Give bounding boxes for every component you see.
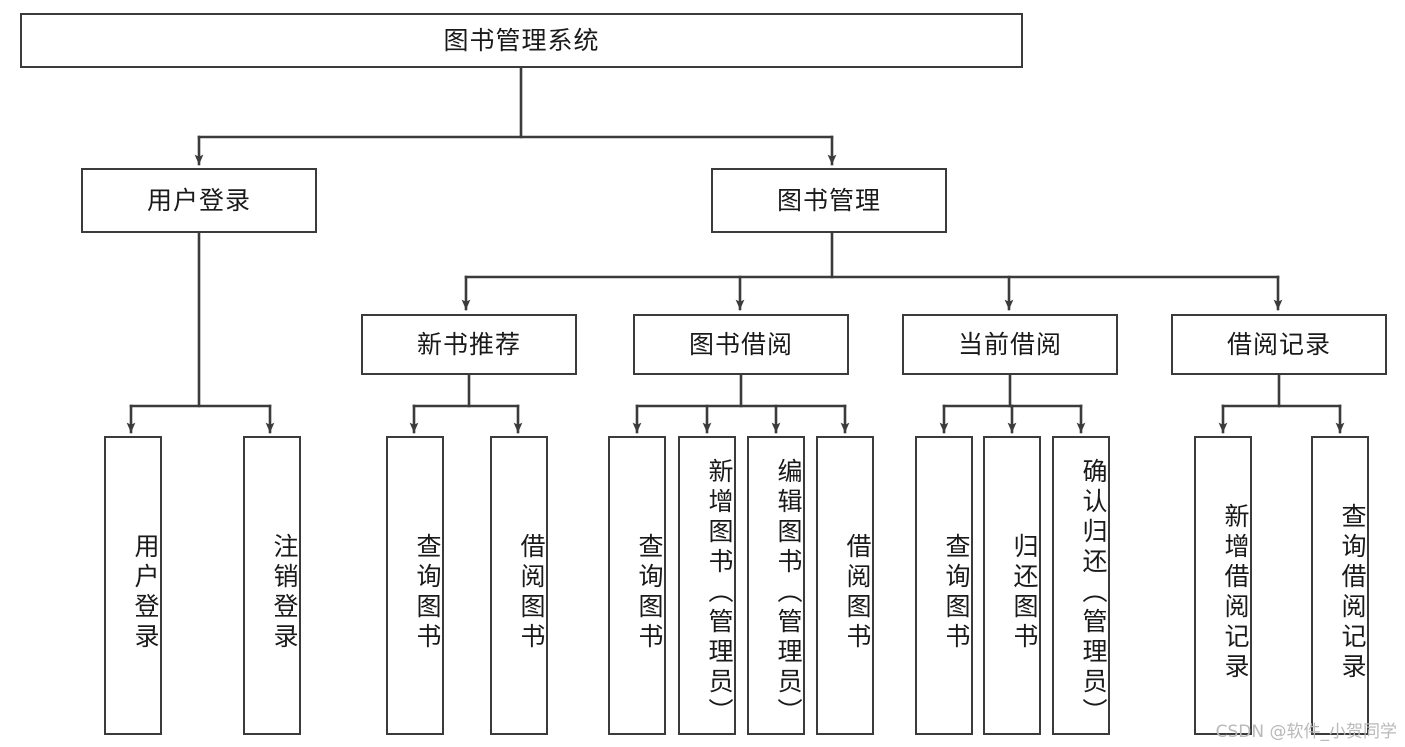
leaf-return-book[interactable]: 归还图书 (983, 436, 1041, 735)
leaf-query-book-3-label: 查询图书 (942, 532, 971, 653)
leaf-query-book-2-label: 查询图书 (635, 532, 664, 653)
node-user-login[interactable]: 用户登录 (81, 168, 317, 233)
leaf-query-book-3[interactable]: 查询图书 (915, 436, 973, 735)
leaf-edit-book[interactable]: 编辑图书（管理员） (747, 436, 805, 735)
node-borrow-record-label: 借阅记录 (1226, 329, 1331, 359)
node-book-management[interactable]: 图书管理 (711, 168, 947, 233)
leaf-add-book[interactable]: 新增图书（管理员） (678, 436, 736, 735)
leaf-query-record-label: 查询借阅记录 (1338, 502, 1367, 683)
leaf-logout-login[interactable]: 注销登录 (243, 436, 301, 735)
leaf-confirm-return[interactable]: 确认归还（管理员） (1052, 436, 1110, 735)
leaf-query-book-1[interactable]: 查询图书 (386, 436, 444, 735)
leaf-confirm-return-label: 确认归还（管理员） (1079, 457, 1108, 728)
node-current-borrow-label: 当前借阅 (957, 329, 1062, 359)
leaf-user-login[interactable]: 用户登录 (104, 436, 162, 735)
leaf-logout-login-label: 注销登录 (270, 532, 299, 653)
leaf-add-record-label: 新增借阅记录 (1221, 502, 1250, 683)
node-root[interactable]: 图书管理系统 (20, 13, 1023, 68)
leaf-add-record[interactable]: 新增借阅记录 (1194, 436, 1252, 735)
node-new-book-recommend[interactable]: 新书推荐 (361, 314, 577, 375)
node-user-login-label: 用户登录 (146, 185, 251, 215)
node-book-management-label: 图书管理 (776, 185, 881, 215)
leaf-query-book-2[interactable]: 查询图书 (608, 436, 666, 735)
leaf-edit-book-label: 编辑图书（管理员） (774, 457, 803, 728)
leaf-borrow-book-2-label: 借阅图书 (843, 532, 872, 653)
node-new-book-recommend-label: 新书推荐 (416, 329, 521, 359)
node-borrow-record[interactable]: 借阅记录 (1171, 314, 1387, 375)
leaf-user-login-label: 用户登录 (131, 532, 160, 653)
leaf-return-book-label: 归还图书 (1010, 532, 1039, 653)
leaf-borrow-book-1[interactable]: 借阅图书 (490, 436, 548, 735)
leaf-borrow-book-1-label: 借阅图书 (517, 532, 546, 653)
node-current-borrow[interactable]: 当前借阅 (902, 314, 1118, 375)
node-book-borrow[interactable]: 图书借阅 (633, 314, 849, 375)
csdn-watermark: CSDN @软件_小贺同学 (1215, 722, 1397, 742)
leaf-query-record[interactable]: 查询借阅记录 (1311, 436, 1369, 735)
node-book-borrow-label: 图书借阅 (688, 329, 793, 359)
leaf-add-book-label: 新增图书（管理员） (705, 457, 734, 728)
leaf-query-book-1-label: 查询图书 (413, 532, 442, 653)
leaf-borrow-book-2[interactable]: 借阅图书 (816, 436, 874, 735)
node-root-label: 图书管理系统 (443, 25, 600, 55)
